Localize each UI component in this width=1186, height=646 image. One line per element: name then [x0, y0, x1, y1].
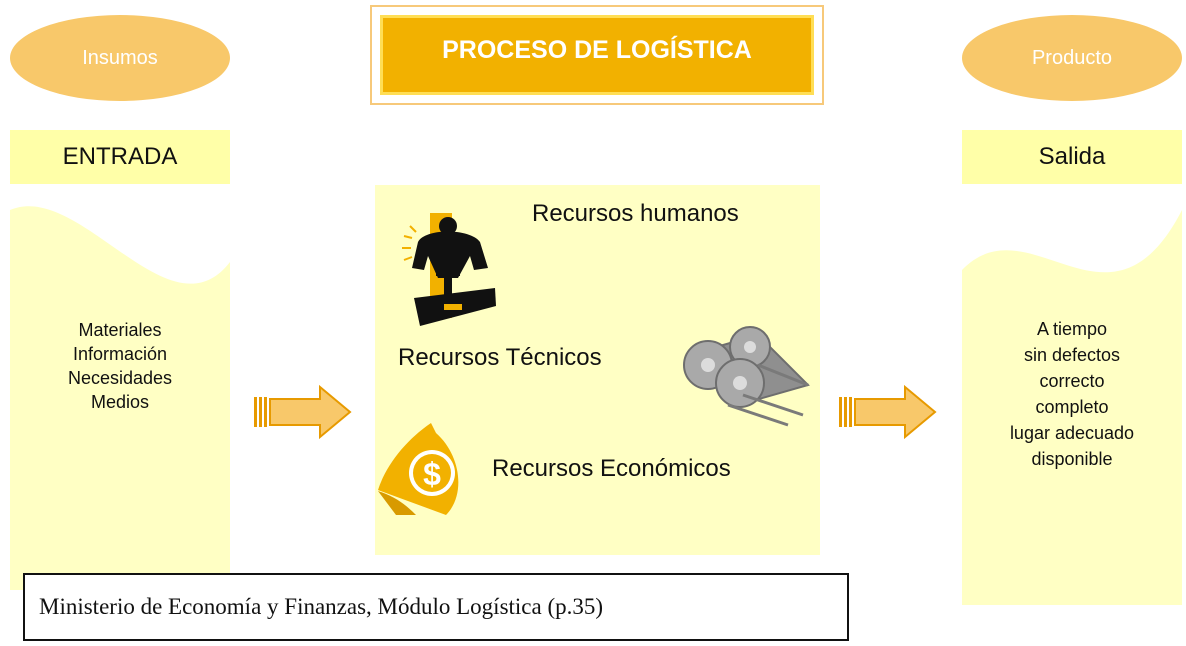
arrow-right-icon — [254, 384, 352, 440]
entrada-item: Medios — [90, 392, 150, 412]
entrada-header: ENTRADA — [10, 130, 230, 184]
salida-item: lugar adecuado — [1009, 423, 1135, 443]
salida-item: A tiempo — [1036, 319, 1108, 339]
salida-item: completo — [1035, 397, 1109, 417]
entrada-item: Materiales — [78, 320, 162, 340]
title-box: PROCESO DE LOGÍSTICA — [380, 15, 814, 95]
salida-header: Salida — [962, 130, 1182, 184]
gears-icon — [683, 326, 810, 427]
svg-text:$: $ — [423, 456, 441, 492]
salida-item: disponible — [1031, 449, 1113, 469]
page-title: PROCESO DE LOGÍSTICA — [442, 35, 752, 64]
title-frame: PROCESO DE LOGÍSTICA — [370, 5, 824, 105]
entrada-label: ENTRADA — [62, 143, 178, 170]
caption-text: Ministerio de Economía y Finanzas, Módul… — [39, 594, 604, 619]
salida-list: A tiempo sin defectos correcto completo … — [962, 316, 1182, 472]
resource-label-humanos: Recursos humanos — [532, 200, 739, 227]
salida-label: Salida — [1038, 143, 1106, 170]
salida-item: sin defectos — [1023, 345, 1121, 365]
entrada-item: Necesidades — [67, 368, 173, 388]
entrada-item: Información — [72, 344, 168, 364]
entrada-list: Materiales Información Necesidades Medio… — [10, 318, 230, 414]
producto-label: Producto — [1031, 46, 1113, 69]
salida-item: correcto — [1039, 371, 1105, 391]
insumos-label: Insumos — [82, 46, 158, 69]
producto-oval: Producto — [962, 15, 1182, 101]
worker-icon — [402, 213, 496, 326]
resource-label-economicos: Recursos Económicos — [492, 455, 731, 482]
insumos-oval: Insumos — [10, 15, 230, 101]
resource-label-tecnicos: Recursos Técnicos — [398, 344, 602, 371]
dollar-icon: $ — [378, 423, 459, 515]
source-caption: Ministerio de Economía y Finanzas, Módul… — [23, 573, 849, 641]
arrow-right-icon — [839, 384, 937, 440]
